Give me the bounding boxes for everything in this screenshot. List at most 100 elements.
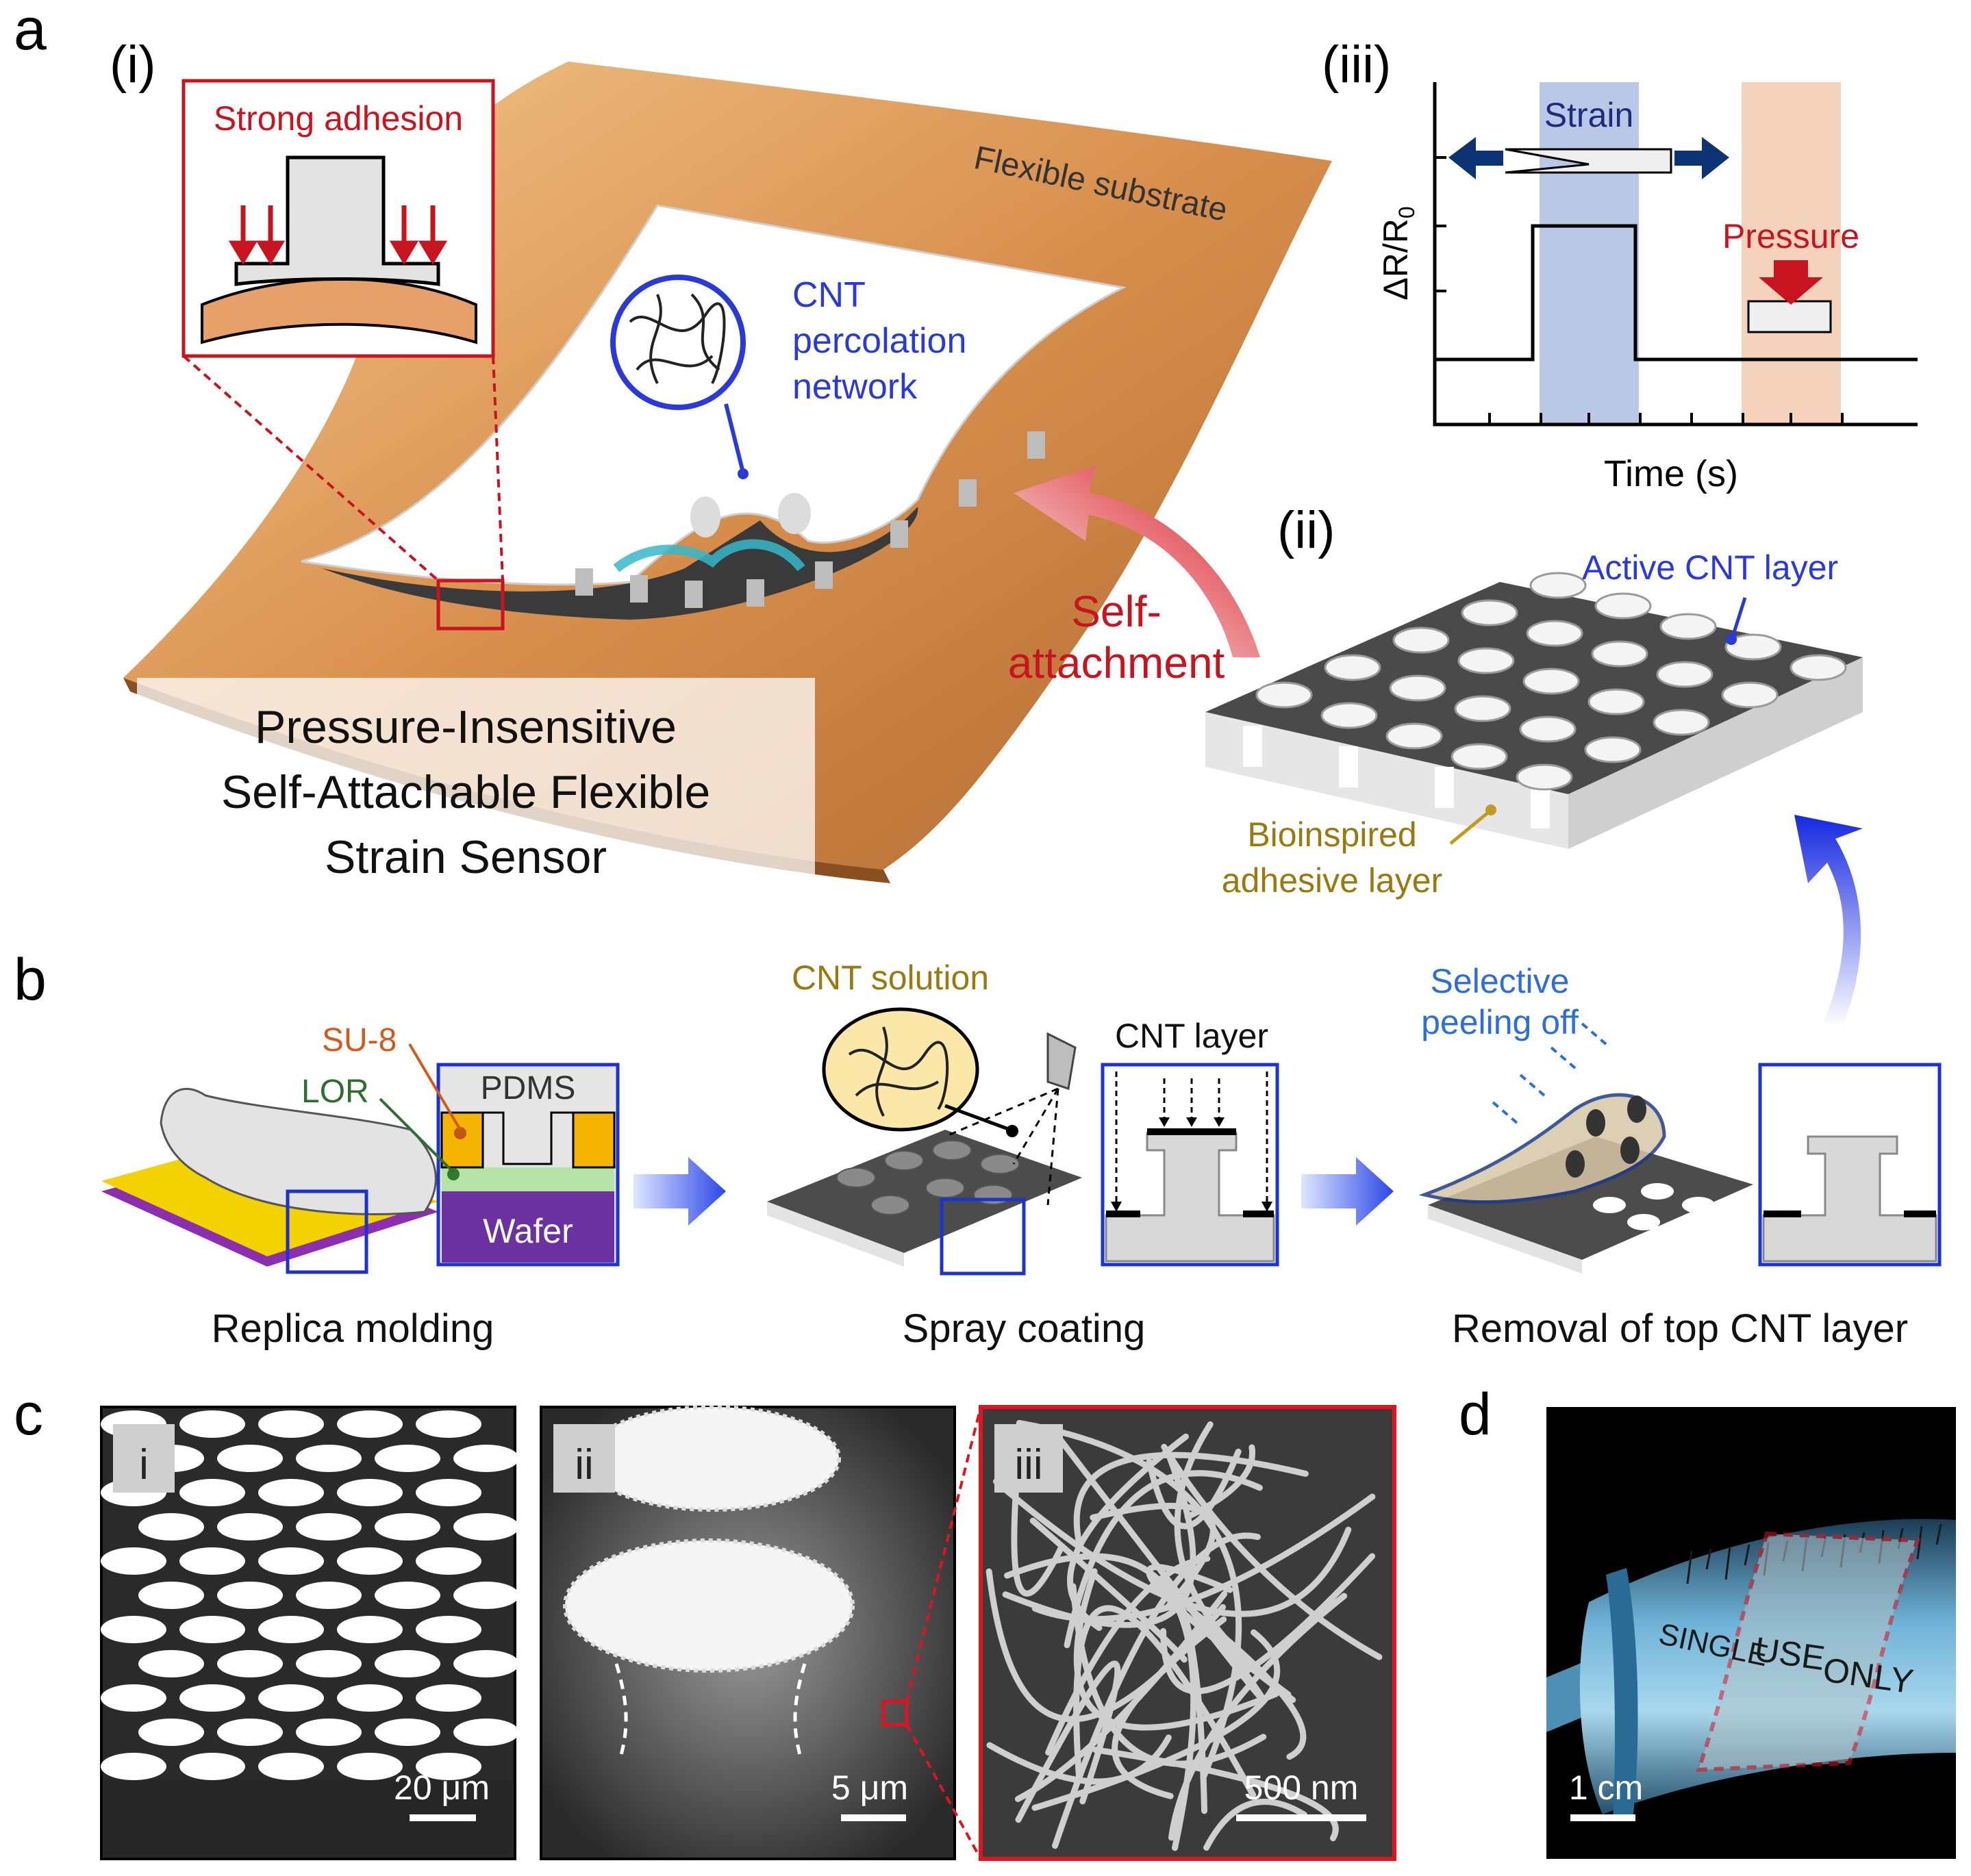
pillar-tops <box>1255 572 1847 791</box>
panel-d-label: d <box>1459 1382 1492 1447</box>
process-return-arrow <box>1794 815 1863 1027</box>
pillar-top <box>1324 654 1381 681</box>
sem-pillar <box>337 1410 403 1438</box>
step-spray-coating: Spray coating <box>903 1306 1146 1351</box>
pdms-label: PDMS <box>481 1070 576 1106</box>
sem-pillar <box>375 1719 440 1746</box>
graph-y-ticks <box>1435 156 1446 361</box>
sem-pillar <box>101 1753 166 1780</box>
panel-a-sub-ii: (ii) <box>1277 501 1335 559</box>
graduation-mark <box>1724 1546 1731 1580</box>
sensor-title-line1: Pressure-Insensitive <box>255 701 677 753</box>
panel-a-sub-i: (i) <box>110 36 156 94</box>
sem-pillar <box>258 1753 324 1780</box>
sem-zoom-line-top <box>905 1406 982 1702</box>
lor-label: LOR <box>301 1074 369 1110</box>
adhesive-layer-block <box>1205 572 1863 849</box>
active-cnt-pointer <box>1731 597 1747 637</box>
cnt-fiber <box>1168 1593 1348 1841</box>
sem-pillar <box>138 1513 204 1541</box>
sem-pillar <box>179 1753 245 1780</box>
graduation-mark <box>1916 1525 1923 1560</box>
step-replica-molding: Replica molding <box>212 1306 494 1351</box>
cnt-fiber <box>1031 1629 1281 1811</box>
su8-pointer <box>408 1043 462 1131</box>
adhesion-arrows <box>228 205 448 265</box>
cnt-bubble-pointer-dot <box>738 468 749 479</box>
sensor-title-box <box>137 678 815 883</box>
sensor-title-line2: Self-Attachable Flexible <box>221 766 710 818</box>
pdms-cross-section <box>436 1063 620 1267</box>
pillar-top <box>1392 626 1450 654</box>
cnt-label-line2: percolation <box>792 321 966 361</box>
cnt-fiber <box>1146 1448 1242 1530</box>
bioinspired-line1: Bioinspired <box>1247 815 1416 854</box>
pillar-top <box>1656 661 1713 688</box>
pressure-band <box>1742 82 1841 424</box>
spray-coating-illustration <box>767 1032 1082 1276</box>
cnt-fiber <box>1112 1616 1227 1799</box>
bioinspired-line2: adhesive layer <box>1222 861 1442 900</box>
sem-pillar <box>375 1445 440 1472</box>
pillar-top <box>1724 633 1782 661</box>
sem-i-scale-bar <box>410 1814 476 1821</box>
sem-pillar <box>217 1650 283 1677</box>
cnt-solution-pointer <box>944 1104 1011 1132</box>
sem-pillar <box>179 1479 245 1506</box>
cnt-fiber <box>992 1478 1352 1617</box>
wafer-label: Wafer <box>483 1212 573 1250</box>
syringe-photo <box>1546 1407 1956 1859</box>
adhesive-rows-under <box>1243 726 1550 828</box>
zoom-line-right <box>492 355 504 581</box>
pillar-top <box>1790 654 1847 681</box>
pillar-top <box>1461 599 1518 626</box>
sem-pillar <box>453 1582 519 1609</box>
cnt-fiber <box>1004 1553 1197 1851</box>
sem-pillar <box>375 1582 440 1609</box>
pillar-top <box>1385 722 1443 750</box>
sem-pillar <box>179 1547 245 1575</box>
pillar-top <box>1454 695 1511 722</box>
removed-cross-section <box>1758 1063 1942 1267</box>
sem-iii-label: iii <box>1014 1441 1042 1488</box>
graduation-mark <box>1705 1548 1712 1570</box>
selective-peeling-line1: Selective <box>1431 962 1570 1000</box>
cnt-fiber <box>1073 1568 1279 1731</box>
step-removal: Removal of top CNT layer <box>1452 1306 1908 1351</box>
sem-pillar <box>453 1719 519 1746</box>
flow-arrow-1 <box>633 1157 726 1226</box>
sem-pillar <box>337 1479 403 1506</box>
active-cnt-label: Active CNT layer <box>1582 548 1838 587</box>
sem-pillar <box>375 1513 440 1541</box>
pillar-top <box>1587 688 1645 715</box>
film-zoom-box <box>436 579 505 631</box>
replica-molding-illustration <box>101 1088 438 1274</box>
sem-iii-scale-label: 500 nm <box>1244 1769 1359 1807</box>
bioinspired-pointer-dot <box>1485 804 1496 815</box>
pillar-top <box>1519 715 1577 743</box>
sem-pillar <box>453 1650 519 1677</box>
cnt-network-tubes-a <box>629 293 726 384</box>
pillar-top <box>1451 743 1508 770</box>
strong-adhesion-label: Strong adhesion <box>214 99 463 138</box>
pillar-top <box>1529 572 1587 599</box>
sem-pillar <box>416 1410 481 1438</box>
pillar-top <box>1653 709 1710 736</box>
panel-a-label: a <box>14 0 47 62</box>
sem-ii-label: ii <box>575 1441 594 1488</box>
sem-pillar <box>258 1479 324 1506</box>
strain-bar <box>1505 148 1672 174</box>
sem-i-label: i <box>139 1441 149 1488</box>
sem-ii-scale-bar <box>841 1814 906 1821</box>
self-attachment-line1: Self- <box>1071 587 1162 636</box>
sem-pillar <box>337 1616 403 1643</box>
cnt-solution-label: CNT solution <box>792 959 989 997</box>
sem-zoom-line-bottom <box>905 1724 982 1860</box>
cnt-fiber <box>1011 1441 1065 1597</box>
sem-i-scale-label: 20 μm <box>394 1769 490 1807</box>
pillar-top <box>1516 763 1573 791</box>
cnt-layer-label: CNT layer <box>1115 1017 1268 1055</box>
sem-pillar <box>296 1445 362 1472</box>
pillar-top <box>1255 681 1313 709</box>
